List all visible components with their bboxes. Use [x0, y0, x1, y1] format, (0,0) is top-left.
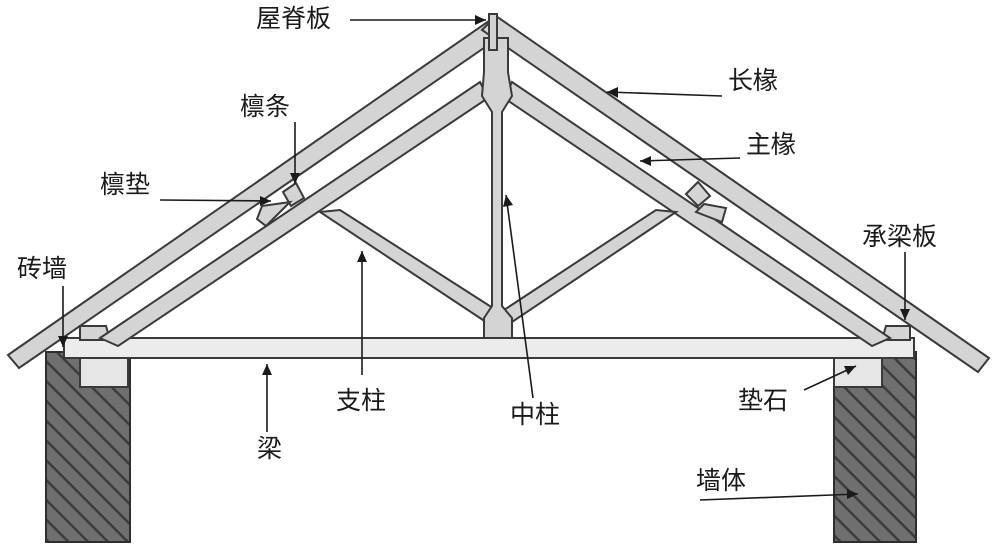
ridge-board: [488, 13, 498, 51]
arrow-purlin: [290, 173, 300, 184]
leader-main-rafter: [639, 157, 741, 162]
bearing-stone-left: [79, 356, 129, 388]
arrow-long-rafter: [607, 87, 618, 98]
purlin-block-left: [255, 200, 293, 228]
arrow-wall: [847, 489, 858, 499]
label-main-rafter: 主椽: [746, 130, 797, 159]
leader-purlin-block: [159, 199, 272, 202]
arrow-strut: [357, 251, 367, 262]
arrow-bearing-stone: [844, 366, 856, 375]
arrow-main-rafter: [640, 156, 651, 166]
strut-left: [317, 208, 498, 324]
label-wall: 墙体: [696, 466, 747, 495]
main-rafter-right: [502, 80, 893, 348]
beam: [63, 337, 915, 359]
main-rafter-left: [97, 80, 490, 348]
arrow-king-post: [503, 195, 513, 207]
arrow-purlin-block: [260, 196, 271, 206]
label-king-post: 中柱: [510, 400, 561, 429]
long-rafter-right: [480, 14, 991, 374]
purlin-block-right: [694, 202, 728, 224]
label-strut: 支柱: [336, 386, 387, 415]
arrow-ridge-board: [475, 15, 486, 25]
label-brick-wall: 砖墙: [17, 254, 68, 283]
king-post: [480, 37, 514, 339]
leader-king-post: [505, 194, 534, 399]
arrow-brick-wall: [58, 336, 68, 347]
leader-wall: [699, 493, 859, 501]
purlin-right: [684, 180, 712, 208]
strut-right: [502, 208, 679, 324]
arrow-wall-plate: [900, 309, 910, 320]
long-rafter-left: [6, 14, 512, 370]
label-long-rafter: 长椽: [728, 66, 779, 95]
label-bearing-stone: 垫石: [738, 386, 789, 415]
arrow-beam: [262, 364, 272, 375]
label-beam: 梁: [257, 434, 283, 463]
label-ridge-board: 屋脊板: [256, 4, 332, 33]
label-purlin: 檩条: [240, 92, 291, 121]
label-wall-plate: 承梁板: [862, 222, 938, 251]
label-purlin-block: 檩垫: [100, 170, 151, 199]
leader-long-rafter: [606, 91, 723, 97]
